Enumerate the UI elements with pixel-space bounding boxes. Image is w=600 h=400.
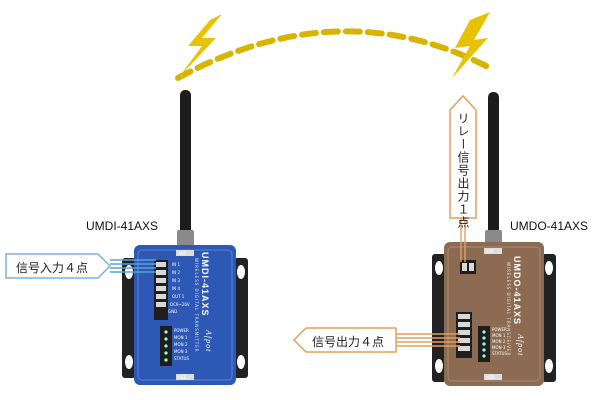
transmitter-body-subtitle: WIRELESS DIGITAL TRANSMITTER — [194, 258, 199, 353]
signal-output-callout-shape — [292, 327, 460, 353]
receiver-port-usb: USB — [486, 375, 495, 380]
transmitter-mount-flange-left — [122, 258, 136, 378]
receiver-led-label-power: POWER — [492, 327, 507, 332]
transmitter-terminal-label-gnd: GND — [168, 309, 178, 314]
receiver-usb-port — [484, 374, 502, 380]
signal-input-callout-shape — [5, 253, 156, 279]
transmitter-dc-label: DC9~26V — [170, 302, 190, 307]
receiver-antenna — [488, 92, 499, 238]
wireless-dashed-arc — [175, 28, 493, 81]
transmitter-device — [122, 90, 248, 385]
receiver-mount-flange-right — [542, 254, 556, 382]
receiver-port-ant: ANT — [486, 249, 495, 254]
transmitter-mount-flange-right — [234, 258, 248, 378]
receiver-led-label-mon1: MON 1 — [492, 333, 506, 338]
receiver-led-label-status: STATUS — [492, 351, 508, 356]
transmitter-model-label: UMDI-41AXS — [86, 219, 159, 233]
receiver-led-label-mon3: MON 3 — [492, 345, 506, 350]
transmitter-body-model: UMDI-41AXS — [200, 252, 210, 317]
transmitter-usb-port — [176, 374, 194, 380]
signal-output-callout: 信号出力４点 — [312, 335, 385, 349]
transmitter-port-usb: USB — [178, 375, 187, 380]
transmitter-terminal-label-in3: IN 3 — [172, 278, 180, 283]
receiver-model-label: UMDO-41AXS — [510, 219, 589, 233]
receiver-brand: Afpot — [516, 334, 525, 357]
transmitter-led-label-mon1: MON 1 — [174, 335, 188, 340]
transmitter-terminal-label-in2: IN 2 — [172, 270, 180, 275]
transmitter-terminal-label-in1: IN 1 — [172, 262, 180, 267]
receiver-led-label-mon2: MON 2 — [492, 339, 506, 344]
transmitter-led-label-mon3: MON 3 — [174, 349, 188, 354]
lightning-bolt-icon-left — [180, 14, 222, 76]
transmitter-antenna — [180, 90, 191, 238]
transmitter-led-label-status: STATUS — [174, 356, 190, 361]
relay-output-callout: リレー信号出力１点 — [456, 112, 470, 229]
relay-output-callout-shape — [449, 94, 477, 262]
receiver-device — [432, 92, 556, 386]
transmitter-led-label-mon2: MON 2 — [174, 342, 188, 347]
receiver-body-model: UMDO-41AXS — [512, 256, 522, 326]
transmitter-terminal-label-in4: IN 4 — [172, 286, 180, 291]
signal-input-callout: 信号入力４点 — [16, 261, 89, 275]
receiver-body-subtitle: WIRELESS DIGITAL TRANSCEIVER — [506, 262, 511, 357]
lightning-bolt-icon-right — [452, 12, 490, 78]
transmitter-port-ant: ANT — [178, 251, 187, 256]
transmitter-led-label-power: POWER — [174, 328, 189, 333]
transmitter-terminal-label-out1: OUT 1 — [172, 294, 185, 299]
receiver-mount-flange-left — [432, 254, 446, 382]
transmitter-brand: Afpot — [204, 330, 213, 353]
